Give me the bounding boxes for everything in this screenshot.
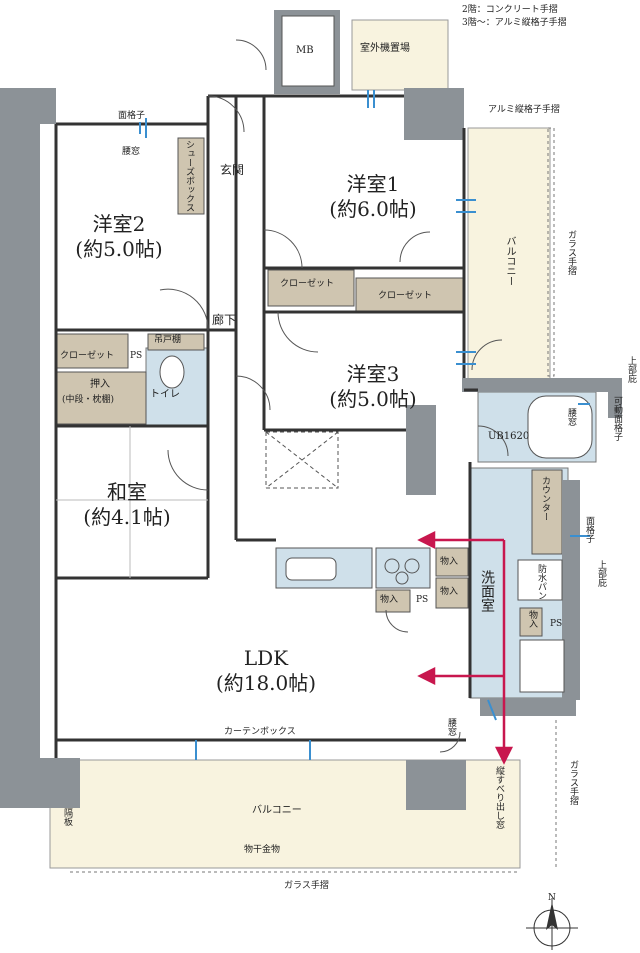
- toilet-label: トイレ: [150, 389, 180, 400]
- room-western2-name: 洋室2: [92, 212, 146, 236]
- shoe-box-area: [177, 137, 205, 215]
- storage4-label: 物入: [527, 610, 537, 628]
- railings: [70, 127, 557, 873]
- slide-window-label: 縦すべり出し窓: [494, 766, 504, 829]
- lattice2-label: 面格子: [584, 516, 594, 543]
- ac-space-area: [351, 19, 449, 91]
- ps2-label: PS: [416, 595, 429, 605]
- waist-window2-label: 腰窓: [566, 408, 576, 426]
- kitchen-sink: [285, 557, 337, 581]
- legend-note-1: 2階：コンクリート手摺: [462, 5, 558, 15]
- room-western3-size: (約5.0帖): [329, 387, 417, 411]
- tatami-lines: [56, 426, 208, 578]
- washroom-label: 洗面室: [479, 570, 495, 612]
- balcony-top-label: バルコニー: [504, 236, 515, 286]
- room-ldk-size: (約18.0帖): [215, 671, 317, 695]
- upper-eave1-label: 上部庇: [626, 356, 636, 383]
- closet1-label: クローゼット: [280, 279, 335, 289]
- counter-area: [531, 469, 563, 555]
- storage2-area: [435, 577, 469, 609]
- glass-rail-bottom-label: ガラス手摺: [284, 881, 329, 891]
- toilet-bowl: [159, 355, 185, 389]
- circulation-arrows: [417, 530, 514, 765]
- lattice1-label: 面格子: [118, 111, 146, 121]
- oshiire-area: [55, 371, 147, 425]
- entrance-label: 玄関: [220, 163, 245, 177]
- storage2-label: 物入: [440, 587, 459, 597]
- aluminum-rail-label: アルミ縦格子手摺: [488, 105, 560, 115]
- upper-eave2-label: 上部庇: [596, 560, 606, 587]
- storage3-area: [375, 589, 411, 613]
- room-japanese: 和室 (約4.1帖): [72, 480, 182, 530]
- room-ldk: LDK (約18.0帖): [206, 646, 326, 696]
- washing-machine-pan: [517, 559, 563, 601]
- closet3-area: [55, 333, 129, 369]
- window-marks: [139, 90, 590, 760]
- balcony-top-area: [467, 127, 551, 381]
- partition-walls: [54, 94, 478, 758]
- glass-rail-right2-label: ガラス手摺: [568, 760, 578, 805]
- partition-label: 隔板: [62, 808, 72, 826]
- unit-bath-label: UB1620: [488, 431, 530, 442]
- legend-note-2: 3階～：アルミ縦格子手摺: [462, 18, 567, 28]
- counter-label: カウンター: [540, 476, 550, 521]
- balcony-bottom-label: バルコニー: [252, 805, 302, 816]
- room-western3: 洋室3 (約5.0帖): [318, 362, 428, 412]
- structural-walls: [0, 10, 622, 810]
- closet2-label: クローゼット: [378, 291, 433, 301]
- washstand: [519, 639, 565, 693]
- room-western2: 洋室2 (約5.0帖): [64, 212, 174, 262]
- mb-box: [281, 15, 335, 87]
- room-japanese-size: (約4.1帖): [83, 505, 171, 529]
- bathtub: [527, 395, 593, 459]
- waist-window1-label: 腰窓: [122, 147, 141, 157]
- compass-icon: [526, 898, 578, 950]
- cooktop: [375, 547, 431, 589]
- glass-rail-right-label: ガラス手摺: [566, 230, 576, 275]
- waterproof-pan-label: 防水パン: [536, 564, 546, 600]
- storage1-area: [435, 547, 469, 577]
- storage4-area: [519, 607, 543, 637]
- closet1-area: [267, 269, 355, 307]
- door-swings: [159, 39, 509, 753]
- north-label: N: [548, 893, 556, 903]
- storage3-label: 物入: [380, 595, 399, 605]
- room-western1: 洋室1 (約6.0帖): [318, 172, 428, 222]
- room-western3-name: 洋室3: [346, 362, 400, 386]
- waist-window3-label: 腰窓: [446, 718, 456, 736]
- hanging-shelf-area: [147, 333, 205, 351]
- movable-lattice-label: 可動面格子: [612, 396, 622, 441]
- closet3-label: クローゼット: [60, 351, 115, 361]
- storage-under-stairs: [265, 431, 339, 489]
- room-ldk-name: LDK: [243, 646, 289, 670]
- shoe-box-label: シューズボックス: [184, 140, 194, 212]
- room-japanese-name: 和室: [107, 480, 147, 504]
- oshiire-label: 押入: [90, 379, 110, 390]
- ps3-label: PS: [550, 619, 563, 629]
- mb-label: MB: [296, 45, 314, 56]
- drying-hardware-label: 物干金物: [244, 845, 281, 855]
- oshiire-sub-label: (中段・枕棚): [62, 395, 115, 405]
- room-western1-name: 洋室1: [346, 172, 400, 196]
- room-western1-size: (約6.0帖): [329, 197, 417, 221]
- storage1-label: 物入: [440, 557, 459, 567]
- hanging-shelf-label: 吊戸棚: [154, 335, 182, 345]
- curtain-box-label: カーテンボックス: [224, 727, 296, 737]
- room-western2-size: (約5.0帖): [75, 237, 163, 261]
- ac-space-label: 室外機置場: [360, 43, 410, 54]
- hallway-label: 廊下: [212, 313, 237, 327]
- ps1-label: PS: [130, 351, 143, 361]
